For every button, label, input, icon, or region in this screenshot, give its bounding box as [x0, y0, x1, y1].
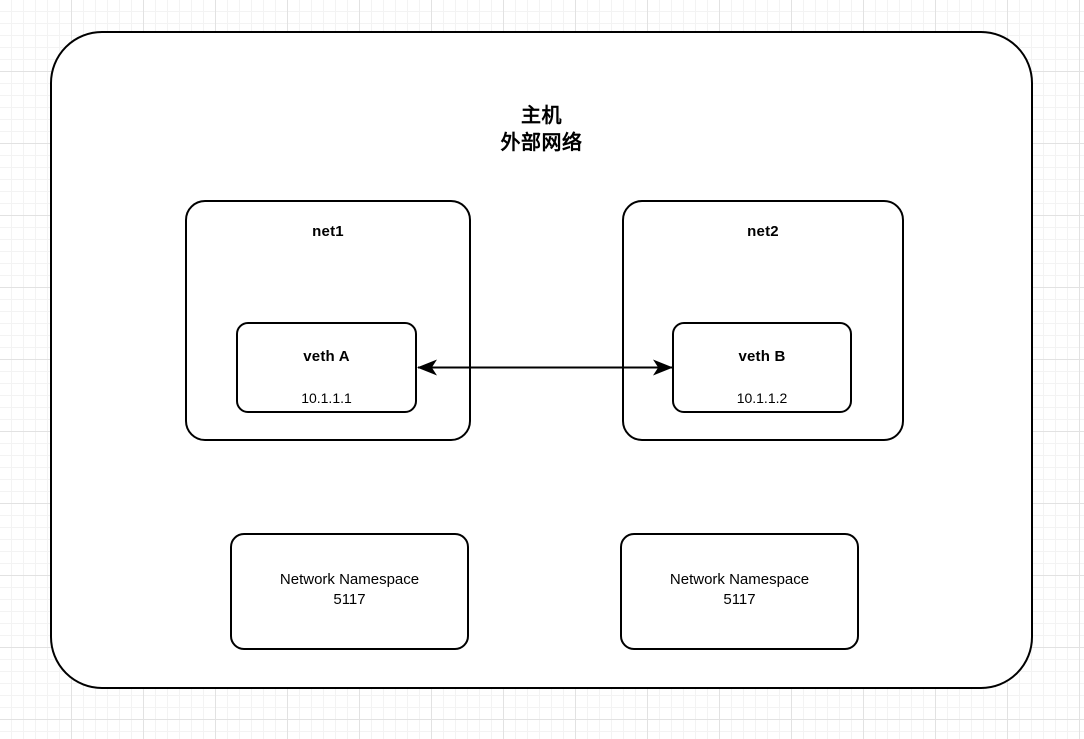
veth-a-box[interactable]	[236, 322, 417, 413]
namespace-left-label: Network Namespace 5117	[279, 571, 420, 608]
net2-group-box[interactable]	[622, 200, 904, 441]
namespace-right-box[interactable]	[620, 533, 859, 650]
veth-b-name-label: veth B	[738, 348, 786, 365]
namespace-right-label: Network Namespace 5117	[669, 571, 810, 608]
host-title-label: 主机 外部网络	[500, 105, 583, 154]
veth-b-box[interactable]	[672, 322, 852, 413]
veth-a-name-label: veth A	[303, 348, 350, 365]
veth-a-ip-label: 10.1.1.1	[301, 390, 352, 406]
net1-title-label: net1	[312, 223, 344, 240]
veth-pair-connector-arrow[interactable]	[405, 340, 685, 396]
veth-b-ip-label: 10.1.1.2	[736, 390, 788, 406]
net2-title-label: net2	[747, 223, 779, 240]
namespace-left-box[interactable]	[230, 533, 469, 650]
